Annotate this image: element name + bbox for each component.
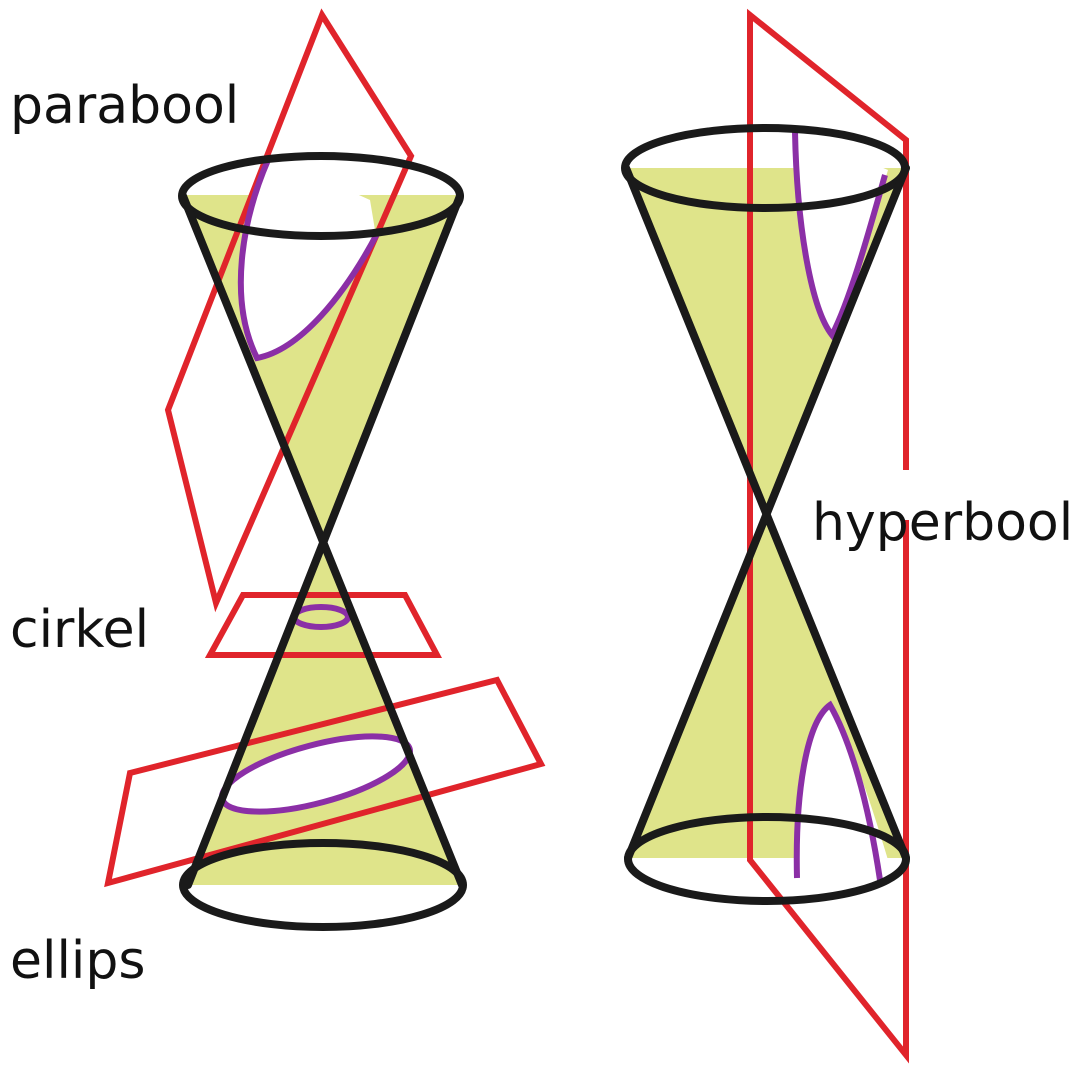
left-generator-b — [184, 192, 464, 889]
label-parabool: parabool — [10, 76, 240, 136]
label-ellips: ellips — [10, 931, 146, 991]
parabola-cut-region — [238, 155, 375, 358]
hyperbola-upper-cut — [793, 130, 888, 335]
hyperbola-upper-curve — [792, 131, 888, 341]
label-hyperbool: hyperbool — [812, 493, 1074, 553]
parabola-curve — [237, 158, 381, 362]
hyperbola-lower-cut — [795, 705, 888, 880]
label-cirkel: cirkel — [10, 600, 150, 660]
ellipse-cut-region — [222, 736, 410, 812]
hyperbola-lower-curve — [793, 700, 883, 881]
right-generator-b — [624, 164, 910, 862]
right-bottom-rim — [624, 813, 910, 905]
circle-plane — [204, 592, 442, 658]
left-bottom-rim — [179, 839, 467, 931]
hyperbola-plane — [747, 8, 909, 1064]
ellipse-plane — [104, 676, 546, 888]
